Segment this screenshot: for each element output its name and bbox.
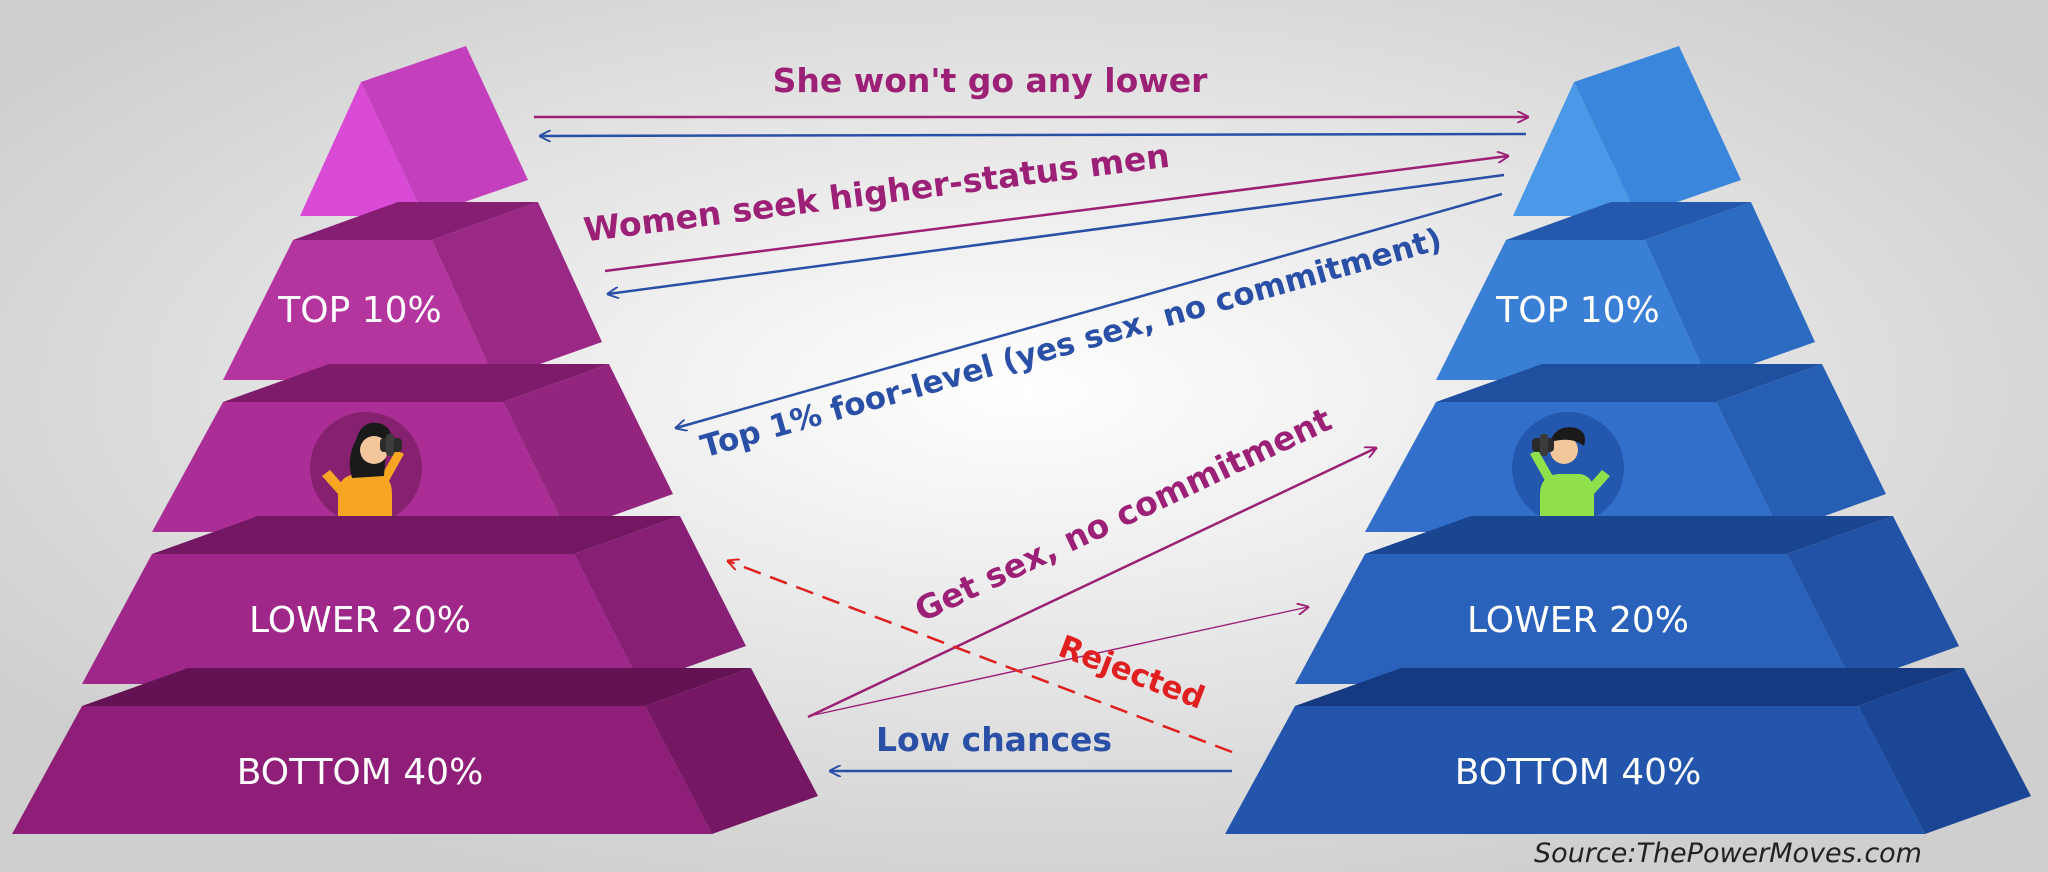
- left-tier-2: [152, 364, 673, 532]
- right-tier-2-right-face: [1716, 364, 1886, 532]
- relationship-arrows: [534, 117, 1528, 771]
- label-she-wont-go-lower: She won't go any lower: [773, 61, 1209, 100]
- right-tier-2: [1365, 364, 1886, 532]
- left-top-front-face: [300, 82, 424, 216]
- arrow-women-tier1-to-men-top: [604, 156, 1508, 273]
- left-tier-3-right-face: [574, 516, 746, 684]
- right-tier-4-top-face: [1295, 668, 1964, 706]
- arrow-women-bottom-to-men-tier2: [807, 448, 1376, 719]
- label-low-chances: Low chances: [876, 720, 1112, 759]
- left-pyramid: TOP 10% LOWER 20%: [12, 46, 818, 834]
- right-tier-3-label: LOWER 20%: [1467, 600, 1689, 641]
- right-tier-1-label: TOP 10%: [1495, 290, 1660, 331]
- right-tier-3-right-face: [1787, 516, 1959, 684]
- right-tier-2-top-face: [1436, 364, 1822, 402]
- right-tier-1: TOP 10%: [1436, 202, 1815, 380]
- right-tier-3-front-face: [1295, 554, 1853, 684]
- right-tier-3-top-face: [1365, 516, 1893, 554]
- left-tier-4-top-face: [82, 668, 751, 706]
- arrow-men-top-to-women-tier1: [608, 173, 1505, 294]
- left-pyramid-top: [300, 46, 528, 216]
- left-tier-1: TOP 10%: [223, 202, 602, 380]
- left-tier-3-front-face: [82, 554, 640, 684]
- left-tier-3-label: LOWER 20%: [249, 600, 471, 641]
- left-tier-4-label: BOTTOM 40%: [237, 752, 484, 793]
- left-top-right-face: [361, 46, 528, 216]
- left-tier-2-top-face: [223, 364, 609, 402]
- man-with-binoculars-icon: [1512, 412, 1624, 526]
- arrow-men-top-to-women-top: [540, 134, 1527, 136]
- arrow-rejected: [728, 561, 1233, 754]
- right-tier-4-front-face: [1225, 706, 1925, 834]
- right-tier-4: BOTTOM 40%: [1225, 668, 2031, 834]
- arrow-women-bottom-to-men-tier3: [813, 607, 1308, 716]
- arrow-men-top-to-women-tier2: [676, 192, 1503, 428]
- left-tier-4: BOTTOM 40%: [12, 668, 818, 834]
- left-tier-1-label: TOP 10%: [277, 290, 442, 331]
- right-pyramid: TOP 10% LOWER 20%: [1225, 46, 2031, 834]
- left-tier-3-top-face: [152, 516, 680, 554]
- right-tier-4-label: BOTTOM 40%: [1455, 752, 1702, 793]
- left-tier-3: LOWER 20%: [82, 516, 746, 684]
- left-tier-2-right-face: [503, 364, 673, 532]
- left-tier-1-front-face: [223, 240, 495, 380]
- right-tier-1-right-face: [1645, 202, 1815, 380]
- left-tier-1-right-face: [432, 202, 602, 380]
- right-pyramid-top: [1513, 46, 1741, 216]
- right-tier-4-right-face: [1858, 668, 2031, 834]
- left-tier-4-right-face: [645, 668, 818, 834]
- right-tier-1-front-face: [1436, 240, 1708, 380]
- woman-with-binoculars-icon: [310, 412, 422, 526]
- left-tier-1-top-face: [293, 202, 538, 240]
- right-tier-3: LOWER 20%: [1295, 516, 1959, 684]
- source-credit: Source:ThePowerMoves.com: [1534, 838, 1922, 869]
- right-tier-1-top-face: [1506, 202, 1751, 240]
- left-tier-4-front-face: [12, 706, 712, 834]
- right-top-front-face: [1513, 82, 1637, 216]
- right-top-right-face: [1574, 46, 1741, 216]
